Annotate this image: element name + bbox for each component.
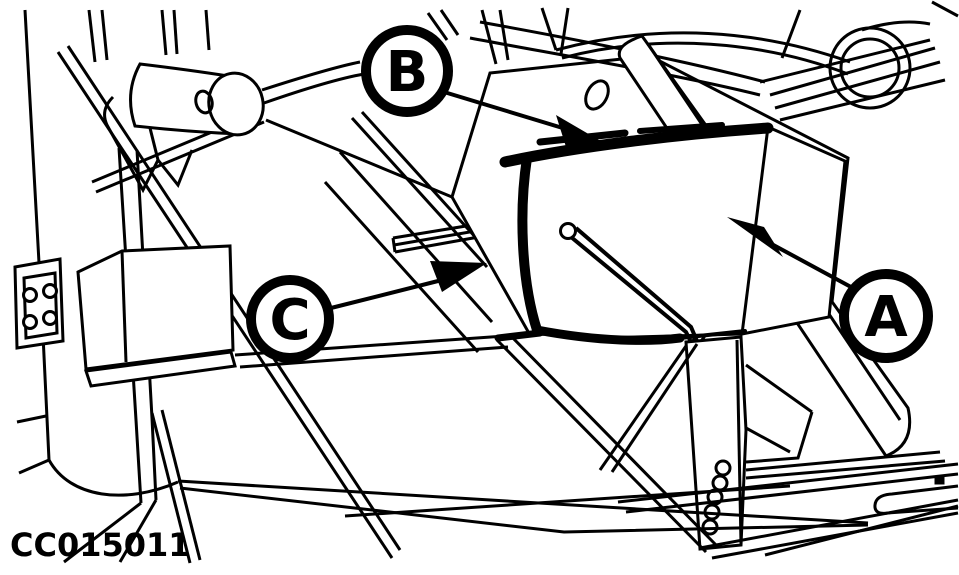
panel-oval-hole — [584, 79, 610, 111]
coiled-hose — [828, 26, 912, 110]
leader-arrows — [330, 90, 852, 310]
wire-bundle — [469, 0, 959, 122]
hose-to-b — [261, 9, 460, 105]
box-top-rim — [499, 122, 774, 168]
hanger-bracket — [103, 95, 194, 194]
box-left-edge — [517, 153, 542, 335]
callout-a-label: A — [864, 285, 908, 350]
callout-c: C — [246, 275, 334, 363]
arrow-a — [727, 217, 852, 289]
box-bottom-edge — [532, 325, 685, 345]
arrow-b — [443, 90, 604, 147]
bracket-holes — [22, 283, 58, 330]
callout-b-label: B — [386, 40, 429, 105]
crossmember-tube — [129, 62, 265, 137]
callout-a-circle — [839, 269, 933, 363]
tube-hole — [194, 89, 214, 115]
dipstick-rod — [559, 222, 699, 345]
callout-c-circle — [246, 275, 334, 363]
callout-a: A — [839, 269, 933, 363]
post-gusset — [745, 363, 814, 464]
callout-c-label: C — [269, 288, 310, 353]
figure-caption: CC015011 — [10, 526, 191, 564]
floor-rails — [177, 450, 959, 560]
callout-b: B — [361, 25, 453, 117]
frame-left-members — [16, 9, 510, 564]
callout-b-circle — [361, 25, 453, 117]
component-box — [494, 122, 847, 345]
arrow-c — [330, 261, 487, 310]
support-box-beam — [76, 244, 509, 388]
mounting-bracket — [13, 257, 65, 350]
